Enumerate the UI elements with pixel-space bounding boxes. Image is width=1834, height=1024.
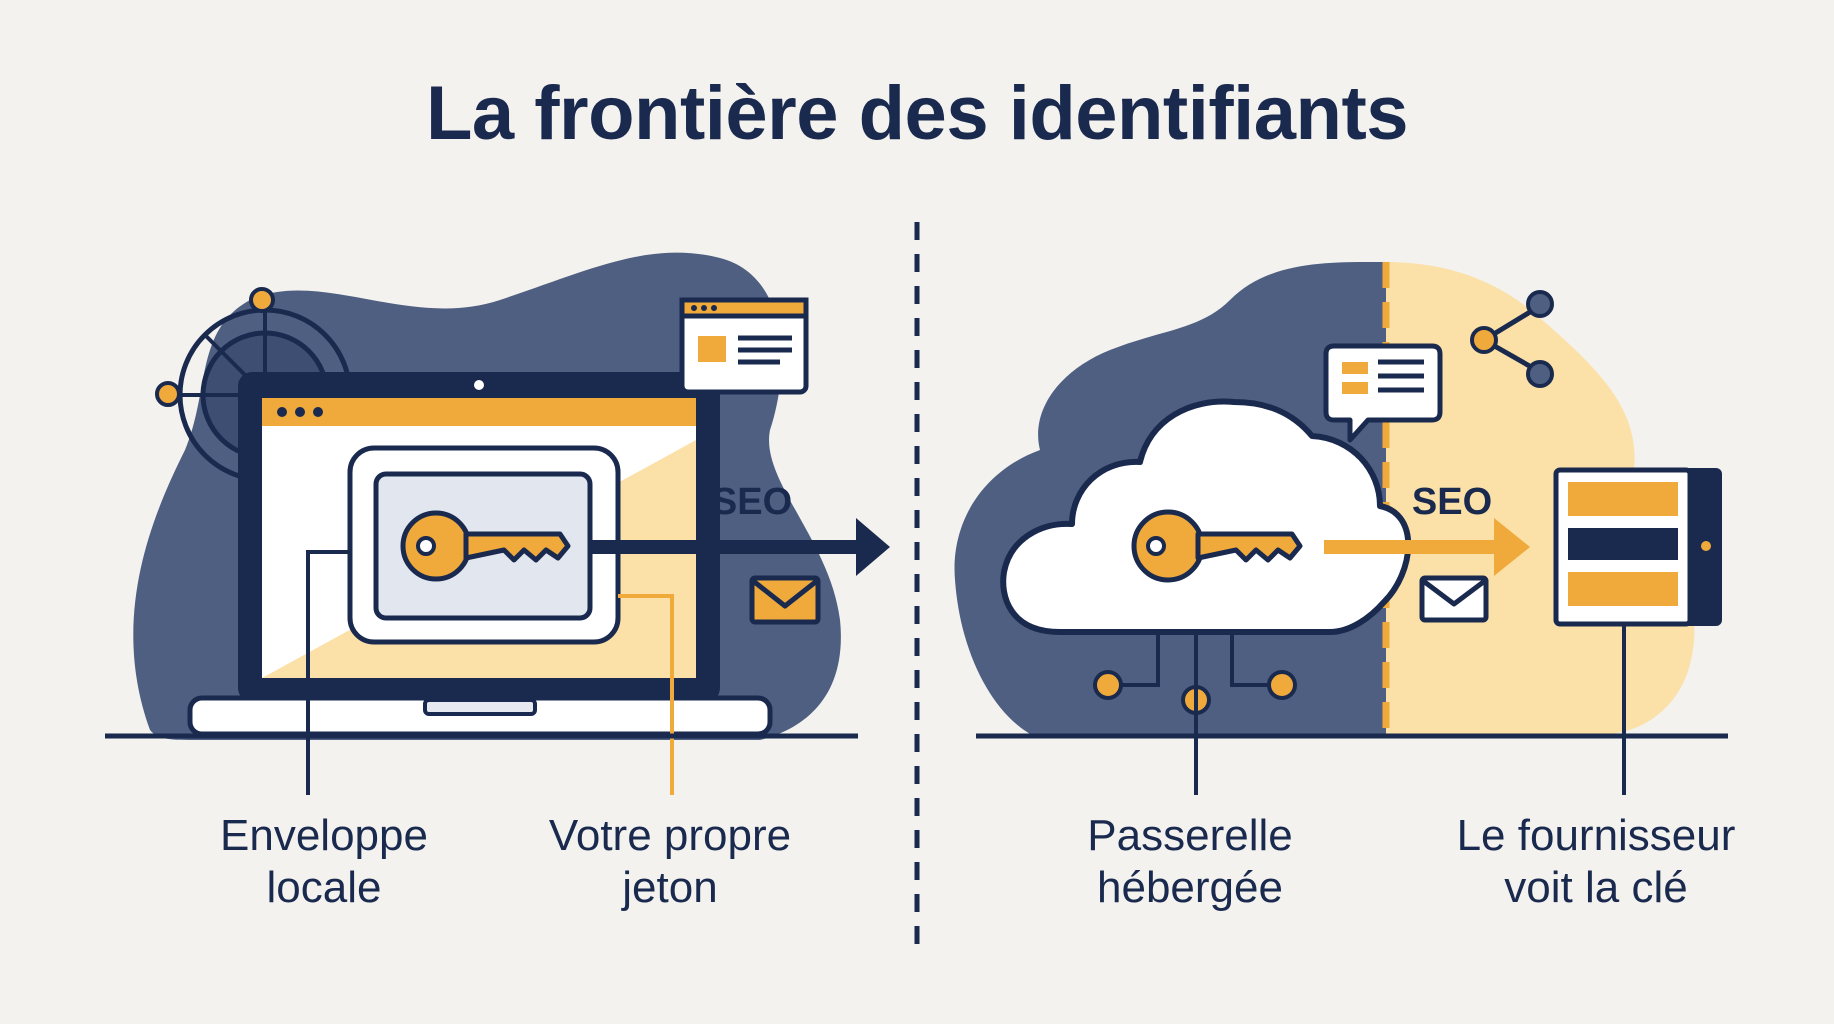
page-title: La frontière des identifiants (425, 71, 1409, 156)
left-panel: SEO (105, 252, 890, 795)
left-callout-line-1 (306, 550, 350, 795)
label-line: locale (266, 863, 382, 912)
chat-bubble-icon (1323, 343, 1443, 443)
cloud-icon (1000, 398, 1412, 635)
left-flow-arrow (588, 518, 890, 576)
label-line: Votre propre (548, 811, 792, 860)
left-callout-line-2 (618, 594, 674, 795)
key-icon (400, 510, 571, 582)
provider-server-icon (1553, 467, 1722, 627)
right-seo-label: SEO (1412, 481, 1492, 523)
left-seo-label: SEO (712, 481, 792, 523)
right-flow-arrow (1324, 518, 1530, 576)
label-own-token: Votre propre jeton (510, 810, 830, 914)
network-connectors (1093, 632, 1297, 715)
cloud-key-icon (1131, 509, 1303, 583)
label-line: Enveloppe (220, 811, 428, 860)
label-line: Passerelle (1087, 811, 1293, 860)
share-icon (1470, 290, 1554, 388)
browser-window-icon (679, 297, 809, 395)
label-line: voit la clé (1504, 863, 1688, 912)
label-provider-sees-key: Le fournisseur voit la clé (1436, 810, 1756, 914)
right-envelope-icon (1419, 575, 1489, 623)
label-local-envelope: Enveloppe locale (164, 810, 484, 914)
label-line: jeton (622, 863, 718, 912)
label-line: Le fournisseur (1456, 811, 1736, 860)
right-panel: SEO (954, 261, 1728, 795)
left-envelope-icon (749, 575, 821, 625)
label-hosted-gateway: Passerelle hébergée (1030, 810, 1350, 914)
label-line: hébergée (1097, 863, 1283, 912)
